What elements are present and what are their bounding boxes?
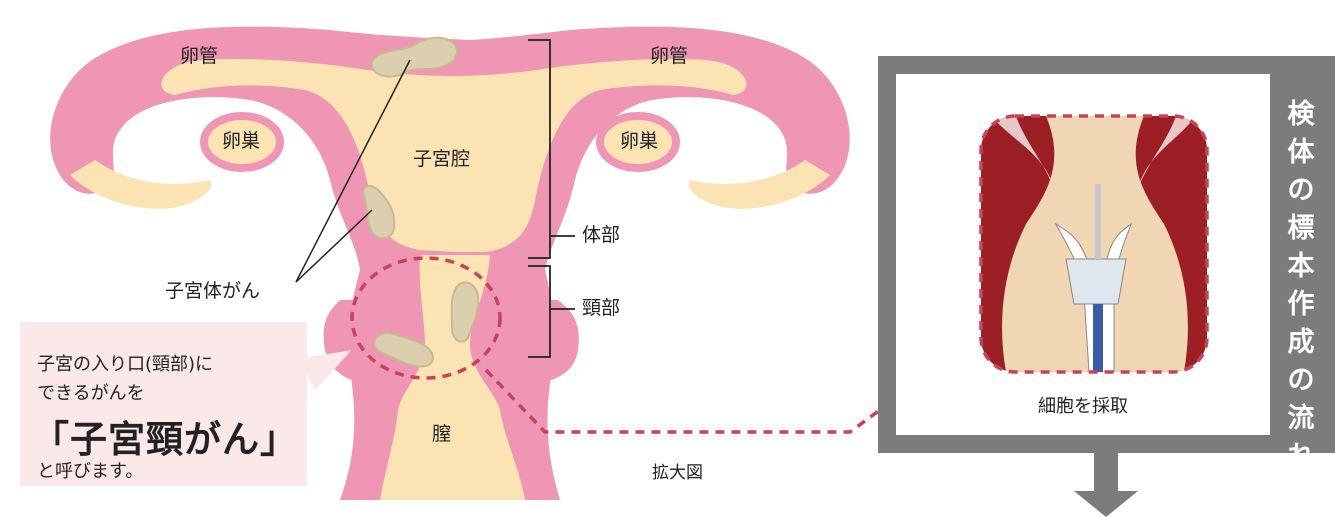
image-caption: 細胞を採取: [896, 392, 1270, 418]
callout-line-3: と呼びます。: [37, 457, 143, 483]
callout-box: 子宮の入り口(頸部)に できるがんを 「子宮頸がん」 と呼びます。: [20, 322, 307, 486]
callout-emphasis: 「子宮頸がん」: [32, 409, 298, 463]
fimbria-left: [70, 160, 211, 209]
callout-line-2: できるがんを: [37, 379, 145, 405]
callout-line-1: 子宮の入り口(頸部)に: [37, 350, 213, 376]
cell-sampling-illustration: [896, 74, 1270, 435]
flow-arrow-stem: [1094, 453, 1118, 493]
flow-title-char: 標: [1283, 210, 1319, 248]
flow-panel-inner: 細胞を採取: [896, 74, 1270, 435]
label-ovary-right: 卵巣: [620, 132, 658, 151]
flow-arrow-head: [1074, 491, 1138, 517]
flow-title-char: 作: [1283, 286, 1319, 324]
label-fallopian-left: 卵管: [180, 47, 218, 66]
label-cervix-part: 頸部: [582, 299, 620, 318]
label-body-part: 体部: [582, 226, 620, 245]
flow-title-char: 成: [1283, 324, 1319, 362]
flow-title-char: れ: [1283, 438, 1319, 476]
label-magnified: 拡大図: [652, 465, 703, 482]
flow-title-char: の: [1283, 172, 1319, 210]
flow-title-char: 体: [1283, 134, 1319, 172]
flow-title-char: 流: [1283, 400, 1319, 438]
flow-vertical-title: 検体の標本作成の流れ: [1283, 96, 1319, 476]
fimbria-right: [689, 160, 830, 209]
label-uterine-body-cancer: 子宮体がん: [165, 282, 260, 301]
flow-title-char: の: [1283, 362, 1319, 400]
label-fallopian-right: 卵管: [650, 47, 688, 66]
label-uterine-cavity: 子宮腔: [413, 150, 470, 169]
flow-panel: 細胞を採取 検体の標本作成の流れ: [878, 56, 1335, 453]
flow-title-char: 本: [1283, 248, 1319, 286]
flow-title-char: 検: [1283, 96, 1319, 134]
label-ovary-left: 卵巣: [222, 132, 260, 151]
label-vagina: 膣: [432, 425, 451, 444]
